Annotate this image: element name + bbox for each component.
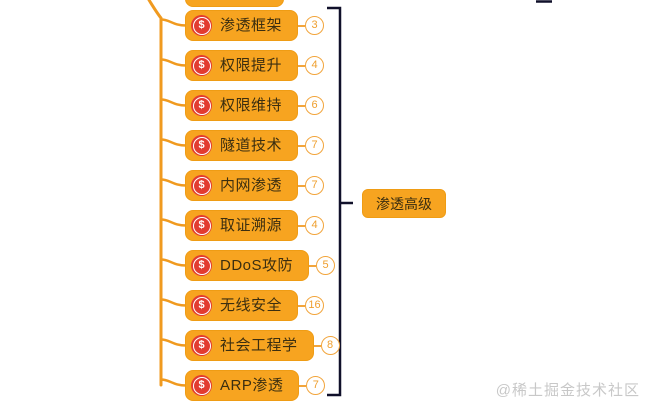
topic-label: 取证溯源 [220,217,283,234]
topic-label: 隧道技术 [220,137,283,154]
topic-node-cutoff[interactable] [185,0,284,7]
badge-stub [298,224,306,227]
topic-row: $ 渗透框架 3 [185,10,325,41]
topic-node[interactable]: $ 权限提升 [185,50,299,81]
branch-line [160,298,187,307]
branch-line [160,178,187,187]
topic-node[interactable]: $ ARP渗透 [185,370,300,401]
topic-count-badge[interactable]: 5 [316,256,336,275]
badge-stub [298,24,306,27]
topic-node[interactable]: $ 取证溯源 [185,210,299,241]
branch-line [160,338,187,347]
topic-row: $ 内网渗透 7 [185,170,325,201]
branch-line [160,98,187,107]
badge-stub [313,344,321,347]
topic-count-badge[interactable]: 8 [320,336,340,355]
topic-row: $ 权限维持 6 [185,90,325,121]
topic-node[interactable]: $ 渗透框架 [185,10,299,41]
branch-line [160,138,187,147]
topic-label: 渗透框架 [220,17,283,34]
topic-row: $ 取证溯源 4 [185,210,325,241]
topic-label: 权限维持 [220,97,283,114]
dollar-marker-icon: $ [191,55,212,76]
branch-line [160,258,187,267]
badge-stub [298,64,306,67]
parent-topic-node[interactable]: 渗透高级 [362,189,446,218]
dollar-marker-icon: $ [191,215,212,236]
topic-row: $ 隧道技术 7 [185,130,325,161]
badge-stub [298,104,306,107]
topic-count-badge[interactable]: 6 [305,96,325,115]
topic-label: 社会工程学 [220,337,298,354]
topic-row: $ 无线安全 16 [185,290,325,321]
badge-stub [309,264,317,267]
badge-stub [298,304,306,307]
dollar-marker-icon: $ [191,15,212,36]
badge-stub [298,144,306,147]
topic-count-badge[interactable]: 4 [305,216,325,235]
topic-node[interactable]: $ 内网渗透 [185,170,299,201]
branch-line [160,58,187,67]
topic-row: $ DDoS攻防 5 [185,250,336,281]
topic-label: DDoS攻防 [220,257,294,274]
topic-count-badge[interactable]: 7 [305,136,325,155]
topic-row: $ 社会工程学 8 [185,330,340,361]
topic-node[interactable]: $ 权限维持 [185,90,299,121]
topic-label: ARP渗透 [220,377,284,394]
badge-stub [298,184,306,187]
topic-node[interactable]: $ DDoS攻防 [185,250,310,281]
topic-row: $ 权限提升 4 [185,50,325,81]
dollar-marker-icon: $ [191,375,212,396]
watermark-text: @稀土掘金技术社区 [495,382,640,399]
trunk-line [147,0,163,387]
branch-line [160,218,187,227]
topic-count-badge[interactable]: 7 [305,176,325,195]
dollar-marker-icon: $ [191,335,212,356]
topic-count-badge[interactable]: 16 [305,296,325,315]
dollar-marker-icon: $ [191,135,212,156]
branch-line [160,378,187,387]
branch-line [160,18,187,27]
topic-label: 内网渗透 [220,177,283,194]
topic-node[interactable]: $ 无线安全 [185,290,299,321]
dollar-marker-icon: $ [191,295,212,316]
topic-node[interactable]: $ 隧道技术 [185,130,299,161]
topic-count-badge[interactable]: 7 [306,376,326,395]
topic-node[interactable]: $ 社会工程学 [185,330,314,361]
topic-row: $ ARP渗透 7 [185,370,326,401]
topic-count-badge[interactable]: 4 [305,56,325,75]
dollar-marker-icon: $ [191,95,212,116]
dollar-marker-icon: $ [191,175,212,196]
topic-label: 权限提升 [220,57,283,74]
topic-count-badge[interactable]: 3 [305,16,325,35]
topic-label: 无线安全 [220,297,283,314]
dollar-marker-icon: $ [191,255,212,276]
badge-stub [299,384,307,387]
